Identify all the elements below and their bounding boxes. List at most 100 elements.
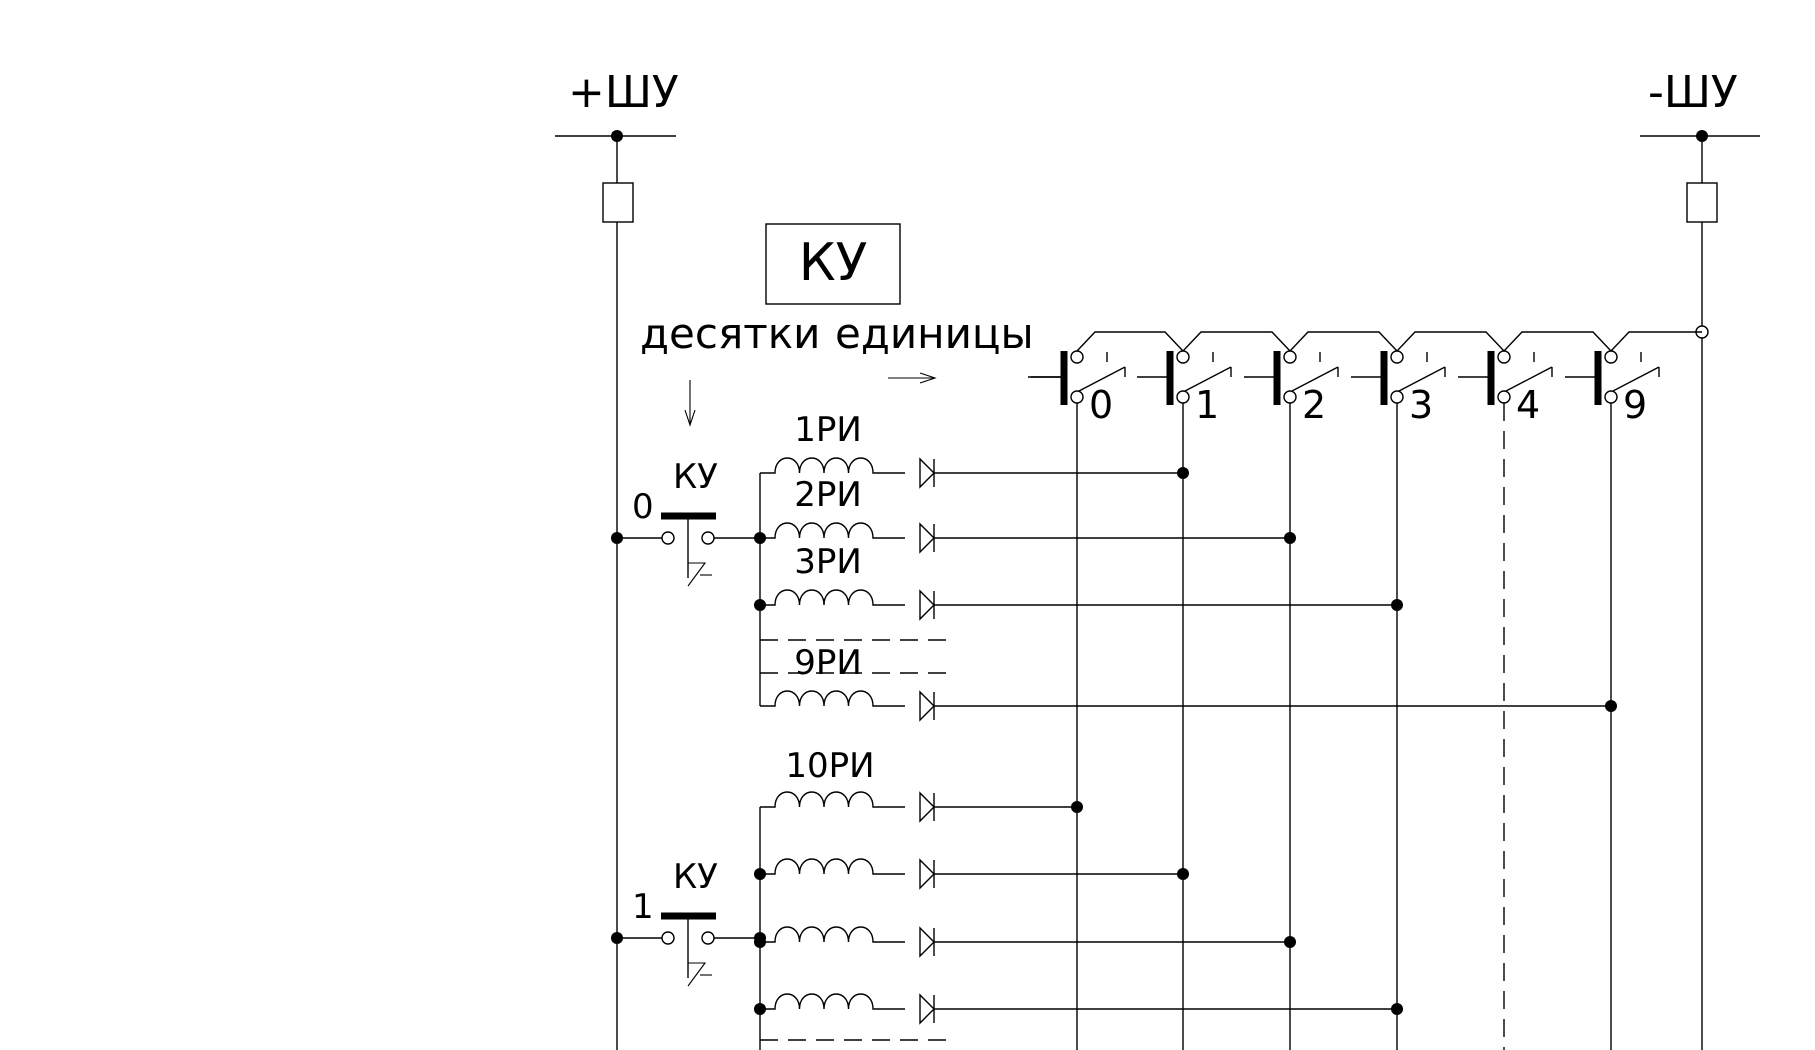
row-junction (1284, 936, 1296, 948)
contact-blade (1291, 366, 1339, 392)
relay-coil (760, 522, 905, 539)
key-return (687, 962, 707, 987)
contact-upper (1390, 350, 1404, 364)
key-label: КУ (673, 457, 718, 497)
contact-blade (1505, 366, 1553, 392)
unit-contact-label: 3 (1409, 383, 1433, 427)
key-digit: 1 (632, 887, 654, 927)
minus-fuse (1686, 182, 1718, 223)
row-junction (1284, 532, 1296, 544)
unit-contact-label: 4 (1516, 383, 1540, 427)
tens-groups: КУ 0 1РИ 2РИ 3РИ 9РИ КУ 1 10РИ (611, 410, 1617, 1050)
unit-top-wire (1076, 331, 1702, 353)
relay-label: 9РИ (794, 643, 862, 683)
relay-row (754, 926, 1296, 958)
contact-upper (1283, 350, 1297, 364)
key-contact-right (701, 931, 715, 945)
relay-row: 3РИ (754, 542, 1403, 621)
contact-lower (1283, 390, 1297, 404)
key-contact-right (701, 531, 715, 545)
row-junction (1177, 868, 1189, 880)
plus-bus: +ШУ (555, 67, 679, 1050)
ku-box: КУ (765, 223, 901, 305)
contact-upper (1604, 350, 1618, 364)
unit-contact-label: 9 (1623, 383, 1647, 427)
relay-coil (760, 457, 905, 474)
relay-label: 2РИ (794, 475, 862, 515)
unit-contact-9: 9 (1565, 350, 1660, 1050)
unit-contact-0: 0 (1031, 350, 1126, 1050)
diode (919, 993, 935, 1025)
row-left-junction (754, 599, 766, 611)
unit-contact-2: 2 (1244, 350, 1339, 1050)
contact-upper (1070, 350, 1084, 364)
diode (919, 690, 935, 722)
contact-upper (1497, 350, 1511, 364)
contact-blade (1398, 366, 1446, 392)
contact-lower (1070, 390, 1084, 404)
ku-box-label: КУ (799, 233, 868, 293)
row-junction (1071, 801, 1083, 813)
key-return (687, 562, 707, 587)
diode (919, 926, 935, 958)
relay-row: 9РИ (760, 643, 1617, 722)
relay-coil (760, 589, 905, 606)
relay-row: 1РИ (760, 410, 1189, 489)
row-left-junction (754, 868, 766, 880)
relay-coil (760, 858, 905, 875)
tens-label: десятки (640, 309, 820, 358)
relay-row: 2РИ (760, 475, 1296, 554)
relay-coil (760, 791, 905, 808)
unit-contacts-row: 0 1 2 3 4 9 (1028, 331, 1702, 1050)
contact-lower (1176, 390, 1190, 404)
row-junction (1391, 1003, 1403, 1015)
key-contact-left (661, 931, 675, 945)
relay-row (754, 993, 1403, 1025)
relay-label: 10РИ (785, 746, 874, 786)
unit-contact-4: 4 (1458, 350, 1553, 1050)
relay-coil (760, 993, 905, 1010)
diode (919, 522, 935, 554)
row-left-junction (754, 1003, 766, 1015)
unit-contact-label: 2 (1302, 383, 1326, 427)
contact-lower (1497, 390, 1511, 404)
plus-bus-label: +ШУ (568, 67, 679, 118)
unit-contact-1: 1 (1137, 350, 1232, 1050)
key-label: КУ (673, 857, 718, 897)
contact-lower (1390, 390, 1404, 404)
diode (919, 589, 935, 621)
units-label: единицы (835, 309, 1034, 358)
diode (919, 457, 935, 489)
unit-contact-label: 0 (1089, 383, 1113, 427)
row-junction (1391, 599, 1403, 611)
diode (919, 858, 935, 890)
key-contact-left (661, 531, 675, 545)
relay-coil (760, 926, 905, 943)
minus-bus-label: -ШУ (1648, 67, 1738, 118)
relay-row (754, 858, 1189, 890)
diode (919, 791, 935, 823)
relay-label: 3РИ (794, 542, 862, 582)
unit-contact-label: 1 (1195, 383, 1219, 427)
plus-fuse (602, 182, 634, 223)
tens-group-0: КУ 0 1РИ 2РИ 3РИ 9РИ (611, 410, 1617, 722)
row-junction (1177, 467, 1189, 479)
relay-label: 1РИ (794, 410, 862, 450)
units-direction-arrow (888, 372, 937, 384)
tens-group-1: КУ 1 10РИ (611, 746, 1403, 1050)
minus-bus: -ШУ (1640, 67, 1760, 1050)
unit-contact-3: 3 (1351, 350, 1446, 1050)
contact-blade (1078, 366, 1126, 392)
relay-row: 10РИ (760, 746, 1083, 823)
tens-direction-arrow (684, 380, 696, 427)
key-digit: 0 (632, 487, 654, 527)
contact-lower (1604, 390, 1618, 404)
contact-blade (1184, 366, 1232, 392)
contact-upper (1176, 350, 1190, 364)
row-left-junction (754, 936, 766, 948)
row-junction (1605, 700, 1617, 712)
relay-coil (760, 690, 905, 707)
contact-blade (1612, 366, 1660, 392)
